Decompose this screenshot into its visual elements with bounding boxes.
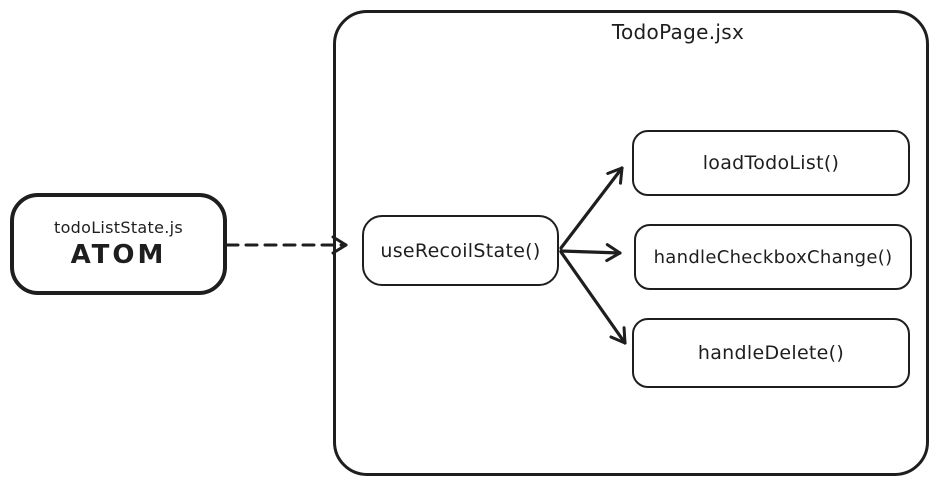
node-todopage-container[interactable] [333,10,929,476]
handledelete-label: handleDelete() [697,342,845,364]
node-todoliststate-atom[interactable]: todoListState.js ATOM [10,193,227,295]
node-userecoilstate[interactable]: useRecoilState() [362,215,559,286]
atom-title-label: ATOM [70,240,167,270]
atom-file-label: todoListState.js [54,218,183,237]
node-handlecheckboxchange[interactable]: handleCheckboxChange() [634,224,912,290]
handlecheckboxchange-label: handleCheckboxChange() [653,246,893,268]
loadtodolist-label: loadTodoList() [702,152,840,174]
userecoilstate-label: useRecoilState() [380,239,541,262]
node-handledelete[interactable]: handleDelete() [632,318,910,388]
todopage-title: TodoPage.jsx [611,20,745,44]
node-loadtodolist[interactable]: loadTodoList() [632,130,910,196]
